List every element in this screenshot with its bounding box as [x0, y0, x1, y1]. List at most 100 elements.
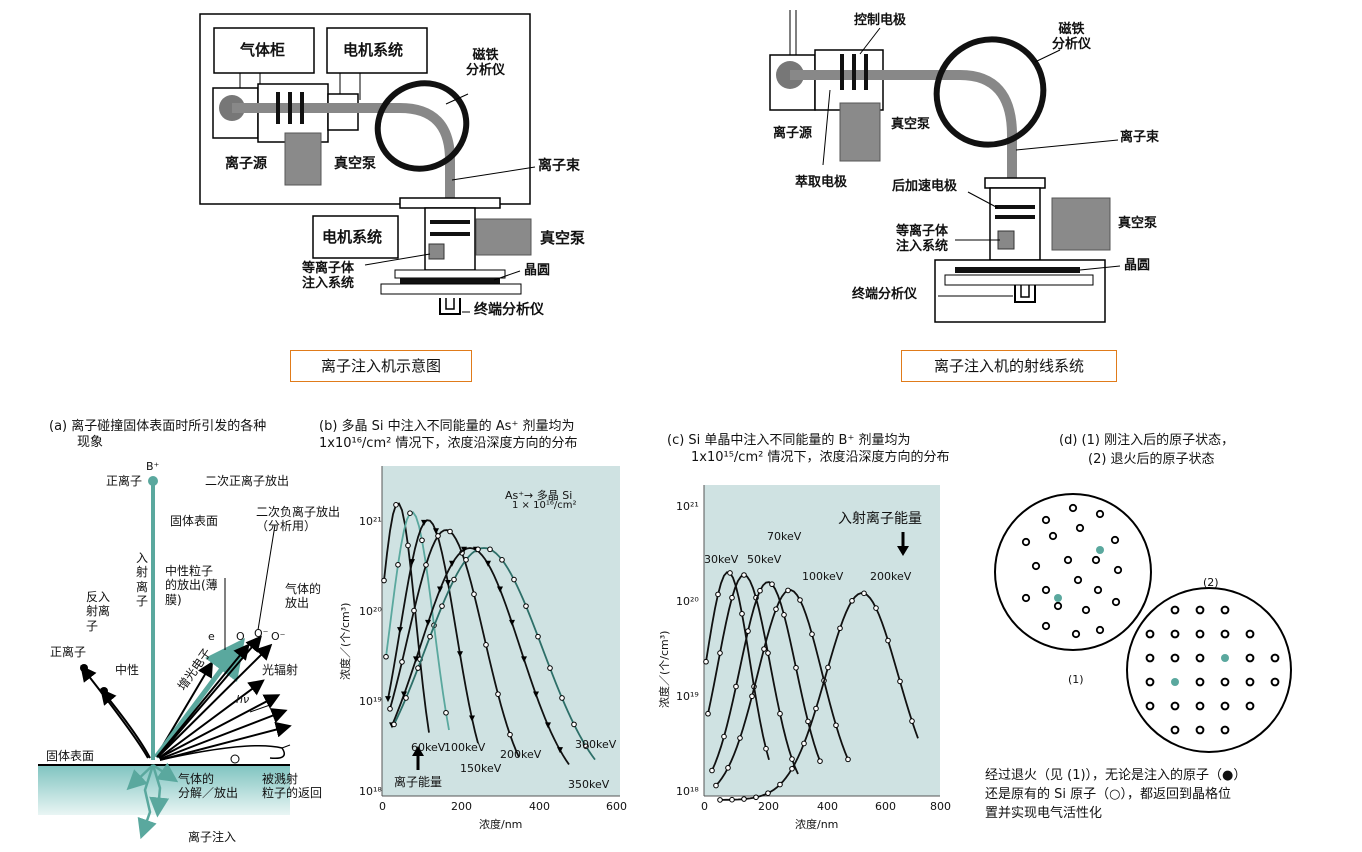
si-atom-before — [1095, 625, 1105, 635]
c-curve-50kev — [707, 573, 799, 775]
si-atom-after — [1145, 629, 1155, 639]
c-curve-50kev-marker — [789, 756, 795, 762]
panel-b-inset-line2: 1 × 10¹⁶/cm² — [512, 500, 577, 511]
label-o-minus-2: O⁻ — [271, 630, 286, 643]
label-solid-surface-bottom: 固体表面 — [46, 749, 95, 763]
c-curve-70kev-marker — [817, 758, 823, 764]
label-vacuum-pump-top: 真空泵 — [891, 117, 931, 132]
panel-c-curve-label-1: 50keV — [747, 553, 782, 566]
label-wafer-left: 晶圆 — [524, 263, 551, 278]
si-atom-before — [1071, 629, 1081, 639]
panel-d-label-2: (2) — [1203, 576, 1219, 589]
b-curve-100kev-marker — [395, 561, 401, 568]
label-magnet-analyzer-left: 磁铁 分析仪 — [466, 48, 506, 78]
panel-d-title-line2: (2) 退火后的原子状态 — [1088, 452, 1215, 467]
c-curve-200kev-marker — [729, 796, 735, 803]
c-curve-200kev-marker — [741, 796, 747, 802]
si-atom-before — [1073, 575, 1083, 585]
b-curve-100kev-marker — [383, 653, 389, 660]
b-curve-350kev-marker — [511, 576, 517, 583]
end-analyzer-cup-right — [1014, 285, 1036, 303]
implanted-atom-after — [1171, 678, 1179, 686]
label-b-plus: B⁺ — [146, 460, 160, 473]
panel-b-curve-label-1: 100keV — [444, 741, 486, 754]
c-curve-200kev-marker — [897, 678, 903, 685]
panel-b-curve-label-0: 60keV — [411, 741, 446, 754]
si-atom-before — [1048, 531, 1058, 541]
lattice-circle-2 — [1126, 587, 1292, 753]
label-o: O — [236, 630, 245, 643]
c-curve-200kev-marker — [861, 590, 867, 597]
si-atom-after — [1195, 629, 1205, 639]
b-curve-350kev-marker — [499, 557, 505, 563]
b-curve-60kev-marker — [393, 502, 399, 508]
panel-c-curve-label-4: 200keV — [870, 570, 912, 583]
si-atom-after — [1245, 653, 1255, 663]
b-curve-300kev-marker — [425, 619, 431, 626]
b-curve-300kev-marker — [401, 691, 407, 698]
panel-c-xlabel: 浓度/nm — [795, 818, 839, 831]
c-curve-100kev — [715, 589, 849, 787]
c-curve-200kev-marker — [813, 705, 819, 712]
label-magnet-analyzer-right: 磁铁 分析仪 — [1052, 22, 1092, 52]
c-curve-70kev-marker — [757, 587, 763, 594]
b-curve-200kev-marker — [495, 691, 501, 697]
label-extraction-electrode: 萃取电极 — [795, 175, 848, 190]
si-atom-after — [1195, 701, 1205, 711]
c-curve-200kev-marker — [753, 794, 759, 801]
panel-b-xlabel: 浓度/nm — [479, 818, 523, 831]
magnet-ring-left — [374, 80, 470, 172]
panel-c-ytick-2: 10¹⁹ — [676, 690, 699, 703]
c-curve-30kev-marker — [703, 658, 709, 665]
panel-b-ytick-0: 10²¹ — [359, 515, 382, 528]
si-atom-after — [1145, 701, 1155, 711]
gas-cabinet-box — [213, 27, 315, 74]
label-o-minus-1: O⁻ — [254, 627, 269, 640]
si-atom-after — [1170, 605, 1180, 615]
implanted-atom-after — [1221, 654, 1229, 662]
panel-c-xtick-3: 600 — [875, 800, 896, 813]
si-atom-before — [1031, 561, 1041, 571]
c-curve-50kev-marker — [741, 572, 747, 578]
label-sputtered-return: 被溅射 粒子的返回 — [262, 772, 323, 801]
panel-b-curve-label-5: 350keV — [568, 778, 610, 791]
panel-c-curve-label-3: 100keV — [802, 570, 844, 583]
label-neutral: 中性 — [115, 663, 140, 677]
b-curve-150kev-marker — [469, 715, 475, 722]
label-incident-ion: 入 射 离 子 — [136, 551, 149, 609]
label-vacuum-pump-left: 真空泵 — [334, 156, 376, 172]
si-atom-before — [1110, 535, 1120, 545]
si-atom-before — [1091, 555, 1101, 565]
b-curve-350kev-marker — [547, 665, 553, 671]
c-curve-200kev-marker — [789, 765, 795, 772]
c-curve-200kev-marker — [777, 781, 783, 788]
c-curve-50kev-marker — [717, 650, 723, 656]
panel-b-energy-label: 离子能量 — [394, 775, 443, 789]
b-curve-200kev-marker — [471, 591, 477, 597]
c-curve-50kev-marker — [729, 594, 735, 601]
b-curve-150kev-marker — [409, 559, 415, 566]
label-gas-emission: 气体的 放出 — [285, 582, 322, 611]
label-motor-system-top: 电机系统 — [343, 41, 404, 59]
c-curve-200kev-marker — [717, 797, 723, 803]
panel-b-title-line2: 1x10¹⁶/cm² 情况下，浓度沿深度方向的分布 — [319, 436, 578, 451]
b-curve-60kev — [383, 502, 430, 733]
magnet-ring-right — [933, 36, 1047, 148]
c-curve-70kev-marker — [793, 664, 799, 671]
si-atom-after — [1220, 605, 1230, 615]
b-curve-100kev-marker — [419, 537, 425, 544]
si-atom-after — [1145, 653, 1155, 663]
label-plasma-system-right: 等离子体 注入系统 — [896, 224, 949, 254]
b-curve-350kev-marker — [427, 633, 433, 640]
si-atom-after — [1170, 725, 1180, 735]
panel-c-energy-label: 入射离子能量 — [838, 511, 922, 527]
c-curve-30kev — [705, 571, 770, 761]
b-curve-350kev-marker — [439, 603, 445, 609]
label-ion-beam-left: 离子束 — [538, 158, 580, 174]
label-hv: hν — [236, 693, 250, 706]
c-curve-200kev-marker — [909, 718, 915, 724]
c-curve-50kev-marker — [765, 650, 771, 656]
si-atom-after — [1195, 725, 1205, 735]
